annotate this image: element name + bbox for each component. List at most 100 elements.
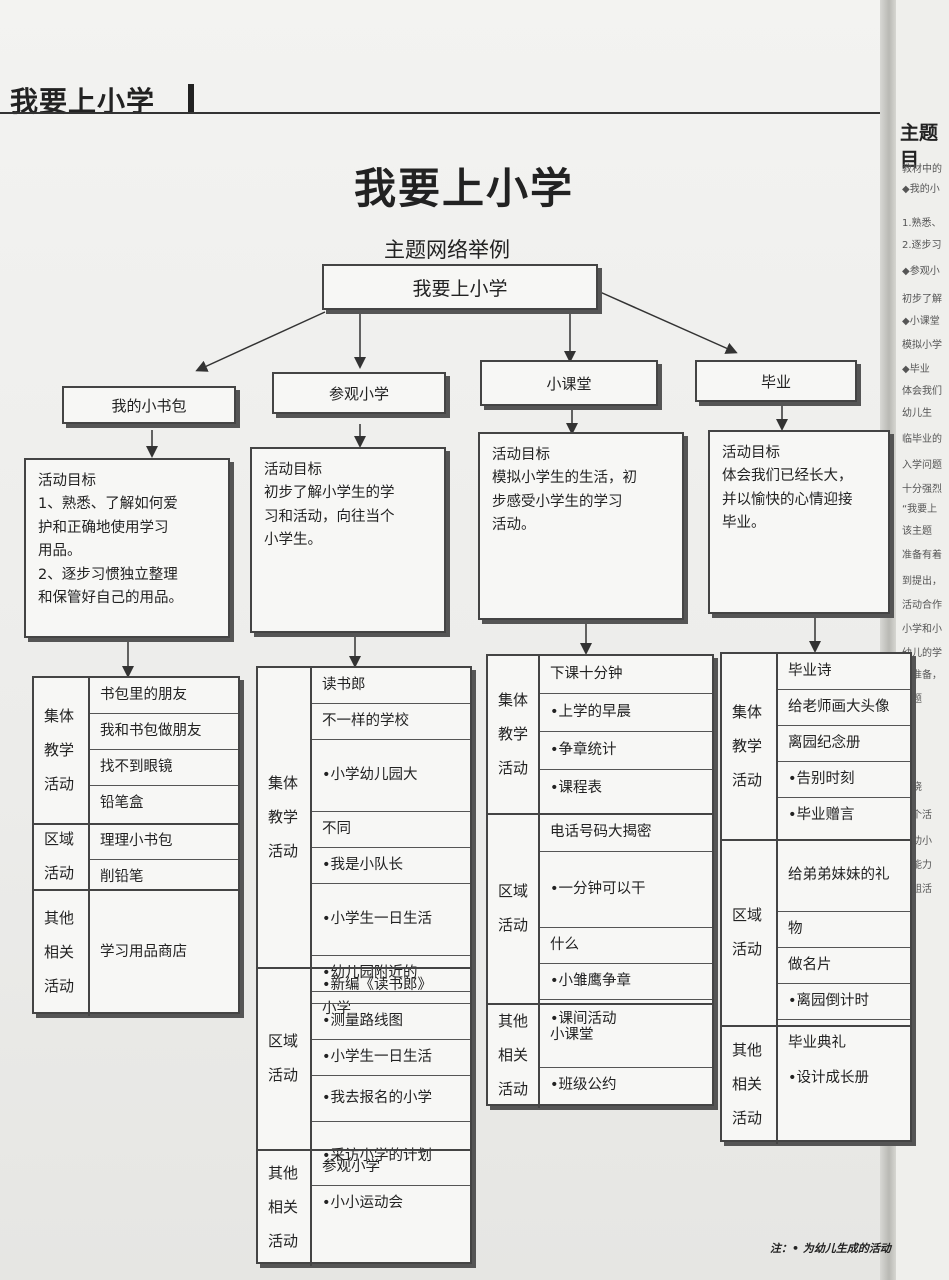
activity-item: 物	[778, 912, 910, 948]
right-page-text-fragment: “我要上	[902, 504, 938, 515]
goal-box-1: 活动目标 1、熟悉、了解如何爱护和正确地使用学习用品。 2、逐步习惯独立整理和保管好…	[24, 458, 230, 638]
right-page-text-fragment: ◆我的小	[902, 184, 940, 195]
branch-node-4: 毕业	[695, 360, 857, 402]
goal-text-line: 体会我们已经长大，	[722, 468, 853, 485]
category-label: 相关	[44, 943, 75, 962]
right-page-text-fragment: 模拟小学	[902, 340, 942, 351]
activity-item: 我和书包做朋友	[90, 714, 238, 750]
right-page-text-fragment: 主题	[902, 694, 922, 705]
right-page-text-fragment: 质准备，	[902, 670, 942, 681]
activity-table-1: 集体教学活动书包里的朋友我和书包做朋友找不到眼镜铅笔盒区域活动理理小书包削铅笔其…	[32, 676, 240, 1016]
category-label: 活动	[268, 841, 299, 860]
branch-node-1: 我的小书包	[62, 386, 236, 424]
right-page-text-fragment: 小组活	[902, 884, 932, 895]
activity-item: •新编《读书郎》	[312, 968, 470, 1004]
right-page-text-fragment: ◆参观小	[902, 266, 940, 277]
activity-item: •采访小学的计划	[322, 1148, 433, 1165]
running-header-title: 我要上小学	[10, 85, 156, 118]
activity-item: •毕业赠言	[788, 807, 855, 824]
group-divider	[34, 889, 238, 891]
category-label: 活动	[732, 1108, 763, 1127]
category-label: 区域	[498, 882, 529, 901]
activity-item: 离园纪念册	[778, 726, 910, 762]
diagram-subtitle: 主题网络举例	[384, 238, 510, 262]
goal-text-line: 护和正确地使用学习	[38, 519, 169, 536]
category-label: 活动	[732, 940, 763, 958]
right-page-text-fragment: 整个活	[902, 810, 932, 821]
activity-category: 区域活动	[258, 968, 312, 1150]
activity-item: •我去报名的小学	[312, 1076, 470, 1122]
group-divider	[34, 823, 238, 825]
branch-label: 参观小学	[328, 384, 389, 403]
activity-item: 电话号码大揭密	[540, 814, 712, 852]
activity-category: 其他相关活动	[34, 890, 90, 1016]
activity-item: 给弟弟妹妹的礼	[778, 840, 910, 912]
right-page-text-fragment: 活动合作	[902, 600, 942, 611]
right-page-text-fragment: 体会我们	[902, 386, 942, 397]
activity-item: 下课十分钟	[540, 656, 712, 694]
activity-item: 读书郎	[312, 668, 470, 704]
right-page-text-fragment: ◆小课堂	[902, 316, 940, 327]
goal-text-line: 和保管好自己的用品。	[38, 590, 183, 607]
right-page-text-fragment: 幼儿生	[902, 408, 932, 419]
right-page-text-fragment: 幼儿的学	[902, 648, 942, 659]
category-label: 集体	[732, 703, 763, 722]
group-divider	[488, 1003, 712, 1005]
category-label: 教学	[498, 725, 529, 744]
activity-category: 其他相关活动	[722, 1026, 778, 1144]
right-page-text-fragment: 小学和小	[902, 624, 942, 635]
goal-text-line: 活动。	[492, 517, 536, 534]
activity-item: •小学幼儿园大	[312, 740, 470, 812]
goal-heading: 活动目标	[38, 473, 96, 489]
right-page-text-fragment: 准备有着	[902, 550, 942, 561]
category-label: 活动	[44, 864, 75, 882]
goal-text-line: 1、熟悉、了解如何爱	[38, 496, 178, 513]
category-label: 教学	[732, 737, 763, 756]
branch-node-2: 参观小学	[272, 372, 446, 414]
group-divider	[258, 967, 470, 969]
category-label: 其他	[268, 1164, 299, 1183]
branch-label: 毕业	[760, 372, 791, 391]
category-label: 教学	[268, 808, 299, 827]
goal-heading: 活动目标	[264, 462, 322, 478]
activity-item: •小小运动会	[322, 1195, 404, 1212]
goal-text-line: 用品。	[38, 543, 82, 560]
category-label: 活动	[268, 1066, 299, 1084]
activity-item: 学习用品商店	[100, 944, 187, 961]
right-page-text-fragment: 十分强烈	[902, 484, 942, 495]
activity-category: 区域活动	[722, 840, 778, 1026]
right-page-text-fragment: 1.熟悉、	[902, 218, 942, 229]
activity-table-2: 集体教学活动读书郎不一样的学校•小学幼儿园大不同•我是小队长•小学生一日生活•幼…	[256, 666, 472, 1266]
activity-item: 毕业典礼	[788, 1035, 846, 1052]
branch-node-3: 小课堂	[480, 360, 658, 406]
right-page-text-fragment: 成功小	[902, 836, 932, 847]
goal-text-line: 2、逐步习惯独立整理	[38, 566, 178, 583]
activity-item: 什么	[540, 928, 712, 964]
category-label: 活动	[498, 916, 529, 934]
category-label: 活动	[498, 1079, 529, 1098]
activity-category: 区域活动	[488, 814, 540, 1004]
right-page-heading: 主题目	[900, 122, 939, 171]
category-label: 集体	[498, 691, 529, 710]
goal-text-line: 初步了解小学生的学	[264, 485, 395, 502]
goal-box-4: 活动目标体会我们已经长大，并以愉快的心情迎接毕业。	[708, 430, 890, 614]
activity-item: •小学生一日生活	[312, 884, 470, 956]
category-label: 集体	[44, 707, 75, 726]
activity-category: 集体教学活动	[488, 656, 540, 814]
activity-item: •争章统计	[540, 732, 712, 770]
right-page-text-fragment: ◆毕业	[902, 364, 930, 375]
activity-item: •一分钟可以干	[540, 852, 712, 928]
footnote: 注：• 为幼儿生成的活动	[770, 1242, 891, 1255]
category-label: 活动	[732, 770, 763, 789]
root-node: 我要上小学	[322, 264, 598, 310]
activity-item: 小课堂	[540, 1004, 712, 1068]
goal-text-line: 并以愉快的心情迎接	[722, 491, 853, 508]
page-title: 我要上小学	[354, 164, 575, 213]
goal-text-line: 模拟小学生的生活，初	[492, 470, 637, 487]
category-label: 活动	[44, 976, 75, 995]
goal-text-line: 步感受小学生的学习	[492, 493, 623, 510]
activity-category: 其他相关活动	[258, 1150, 312, 1266]
category-label: 活动	[44, 774, 75, 793]
activity-item: •测量路线图	[312, 1004, 470, 1040]
activity-item: 给老师画大头像	[778, 690, 910, 726]
